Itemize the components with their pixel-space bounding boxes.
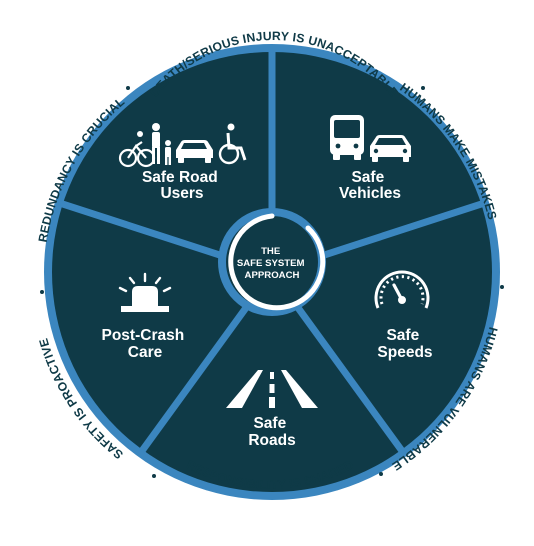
segment-divider bbox=[308, 200, 485, 263]
segment-divider bbox=[59, 200, 236, 263]
segment-dividers bbox=[59, 50, 485, 454]
vehicles-icon bbox=[330, 115, 411, 162]
separator-dot bbox=[421, 86, 425, 90]
segment-safe-speeds: Safe Speeds bbox=[374, 270, 433, 361]
emergency-light-icon bbox=[118, 272, 172, 312]
segment-divider bbox=[292, 302, 406, 454]
speedometer-icon bbox=[374, 270, 430, 309]
segment-label-safe-speeds: Safe Speeds bbox=[377, 327, 432, 361]
segment-label-safe-roads: Safe Roads bbox=[248, 415, 295, 449]
segment-post-crash-care: Post-Crash Care bbox=[102, 272, 189, 361]
segment-label-post-crash-care: Post-Crash Care bbox=[102, 327, 189, 361]
separator-dot bbox=[152, 474, 156, 478]
segment-label-safe-road-users: Safe Road Users bbox=[142, 169, 222, 202]
center-title: THE SAFE SYSTEM APPROACH bbox=[237, 246, 307, 281]
separator-dot bbox=[126, 86, 130, 90]
segment-safe-road-users: Safe Road Users bbox=[118, 123, 247, 202]
separator-dot bbox=[40, 290, 44, 294]
center-hub: THE SAFE SYSTEM APPROACH bbox=[218, 208, 326, 316]
segment-safe-vehicles: Safe Vehicles bbox=[330, 115, 411, 202]
road-users-icon bbox=[118, 123, 247, 168]
segment-safe-roads: Safe Roads bbox=[226, 370, 318, 449]
road-icon bbox=[226, 370, 318, 408]
separator-dot bbox=[500, 285, 504, 289]
separator-dot bbox=[379, 472, 383, 476]
segment-label-safe-vehicles: Safe Vehicles bbox=[339, 169, 401, 202]
segment-divider bbox=[138, 302, 252, 454]
